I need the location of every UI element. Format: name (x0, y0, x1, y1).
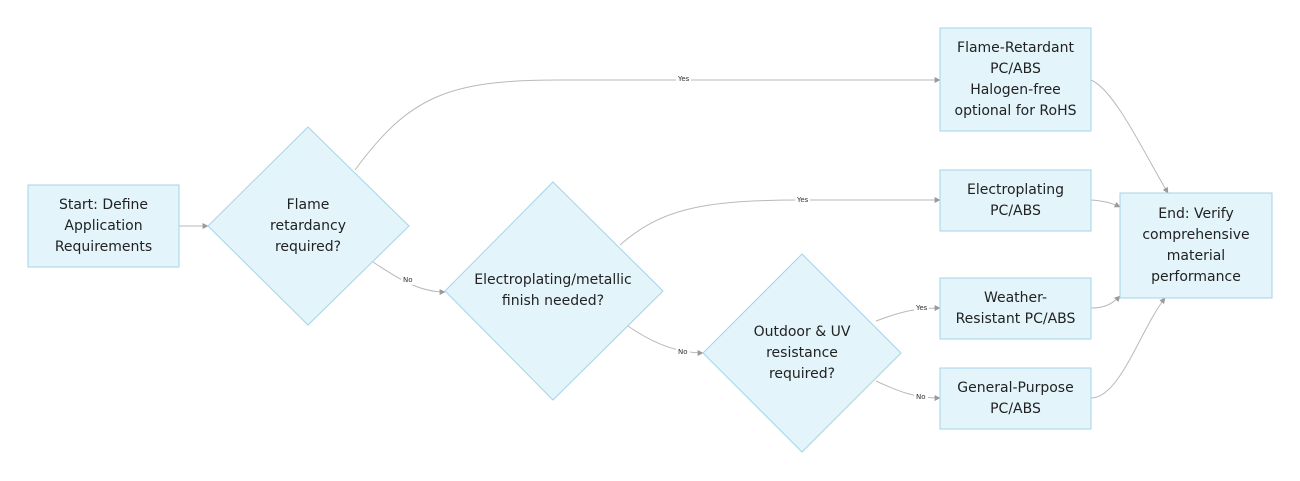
weather-resistant-node (939, 277, 1092, 340)
edge-label-plating-no: No (676, 348, 690, 357)
edge-flame-yes (354, 77, 941, 171)
plating-decision-node (444, 181, 664, 401)
edge-label-outdoor-yes: Yes (914, 304, 930, 313)
edge-label-flame-yes: Yes (676, 75, 692, 84)
edge-gp-to-end (1090, 297, 1166, 399)
edge-label-flame-no: No (401, 276, 415, 285)
edge-plating-no (627, 325, 704, 356)
electroplating-node (939, 169, 1092, 232)
flame-decision-node (207, 126, 410, 326)
end-node (1119, 192, 1273, 299)
start-node (27, 184, 180, 268)
outdoor-decision-node (702, 253, 902, 453)
edge-outdoor-no (875, 380, 941, 401)
edge-outdoor-yes (875, 305, 941, 322)
edge-plating-yes (619, 197, 941, 246)
flame-retardant-node (939, 27, 1092, 132)
general-purpose-node (939, 367, 1092, 430)
edge-wr-to-end (1090, 295, 1121, 309)
edge-fr-to-end (1090, 79, 1169, 194)
edge-label-outdoor-no: No (914, 393, 928, 402)
edge-label-plating-yes: Yes (795, 196, 811, 205)
edge-ep-to-end (1090, 199, 1121, 208)
